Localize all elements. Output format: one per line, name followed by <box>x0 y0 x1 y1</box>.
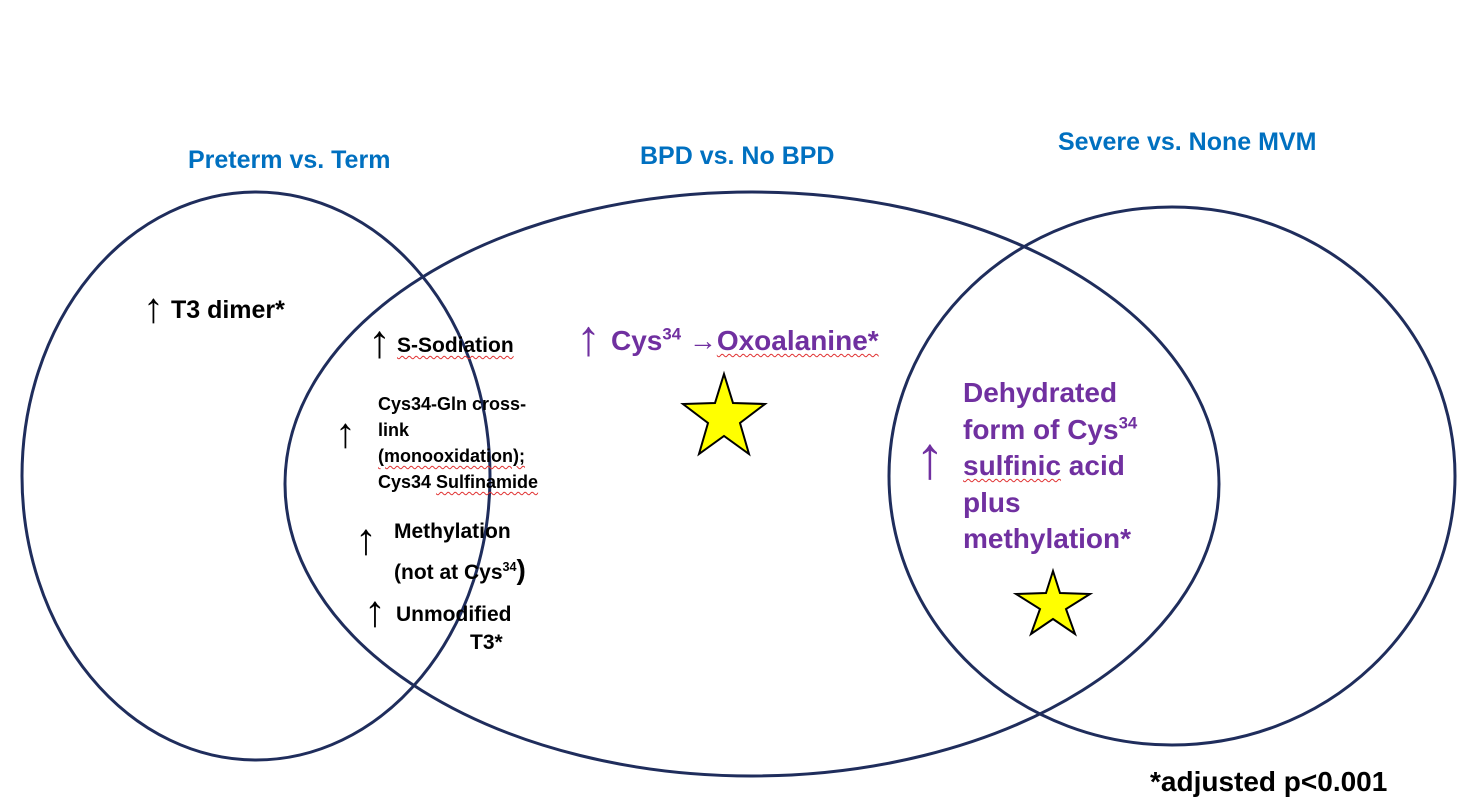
up-arrow-icon: ↑ <box>355 515 377 564</box>
up-arrow-icon: ↑ <box>143 284 164 331</box>
bpd-title: BPD vs. No BPD <box>640 142 835 170</box>
t3-dimer-item: ↑ T3 dimer* <box>143 283 285 329</box>
preterm-circle <box>20 190 492 762</box>
t3-dimer-label: T3 dimer* <box>170 296 285 324</box>
dehydrated-label: Dehydrated form of Cys34 sulfinic acid p… <box>963 377 1138 554</box>
unmodified-t3-label: Unmodified T3* <box>396 603 512 654</box>
up-arrow-icon: ↑ <box>335 409 356 456</box>
methylation-label: Methylation (not at Cys34) <box>394 520 526 585</box>
bpd-star-icon <box>680 370 768 457</box>
up-arrow-icon: ↑ <box>364 587 386 636</box>
preterm-title: Preterm vs. Term <box>188 146 391 174</box>
crosslink-label: Cys34-Gln cross- link (monooxidation); C… <box>378 394 539 492</box>
up-arrow-icon: ↑ <box>915 424 945 491</box>
oxoalanine-label: Cys34 →Oxoalanine* <box>611 324 879 356</box>
s-sodiation-label: S-Sodiation <box>397 334 514 357</box>
bpd-ellipse <box>283 190 1221 778</box>
mvm-title: Severe vs. None MVM <box>1058 128 1317 156</box>
mvm-circle <box>887 205 1457 747</box>
up-arrow-icon: ↑ <box>576 310 601 366</box>
up-arrow-icon: ↑ <box>368 315 391 367</box>
mvm-star-icon <box>1012 567 1094 637</box>
footnote: *adjusted p<0.001 <box>1150 766 1388 797</box>
